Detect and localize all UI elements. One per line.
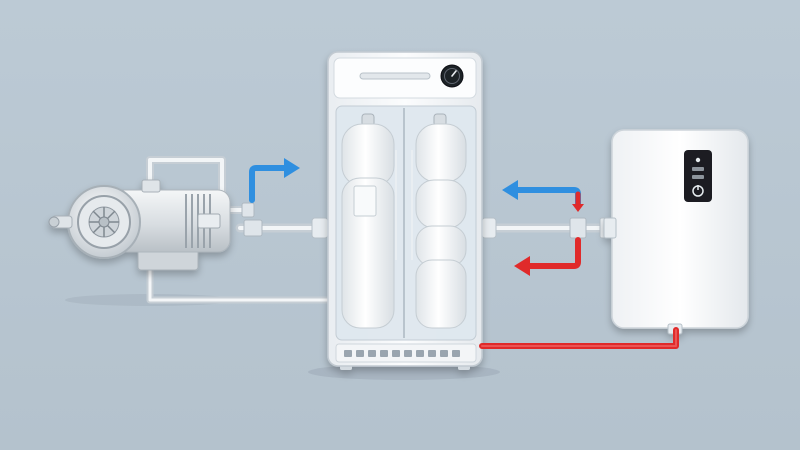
pump-hub xyxy=(99,217,109,227)
fitting-pump-top xyxy=(242,203,254,217)
pump-inlet-cap xyxy=(49,217,59,227)
cabinet-handle xyxy=(360,73,430,79)
fitting-cabinet-left xyxy=(312,218,328,238)
water-tank-cabinet-icon xyxy=(328,52,482,370)
pump-top-port xyxy=(142,180,160,192)
right-tank-column xyxy=(416,114,466,328)
pump-label-plate xyxy=(198,214,220,228)
heater-indicator-light xyxy=(696,158,700,162)
heater-button-1 xyxy=(692,167,704,171)
tank-left-1 xyxy=(342,124,394,186)
fitting-pump-outlet xyxy=(244,220,262,236)
fitting-heater-tee xyxy=(570,218,586,238)
tank-right-2 xyxy=(416,180,466,228)
tank-right-4 xyxy=(416,260,466,328)
tank-left-label xyxy=(354,186,376,216)
water-heater-icon xyxy=(604,130,748,334)
left-tank-column xyxy=(342,114,394,328)
heater-button-2 xyxy=(692,175,704,179)
heater-body xyxy=(612,130,748,328)
heater-inlet-port xyxy=(604,218,616,238)
tank-right-1 xyxy=(416,124,466,182)
pump-base-bracket xyxy=(138,250,198,270)
fitting-cabinet-right xyxy=(482,218,496,238)
